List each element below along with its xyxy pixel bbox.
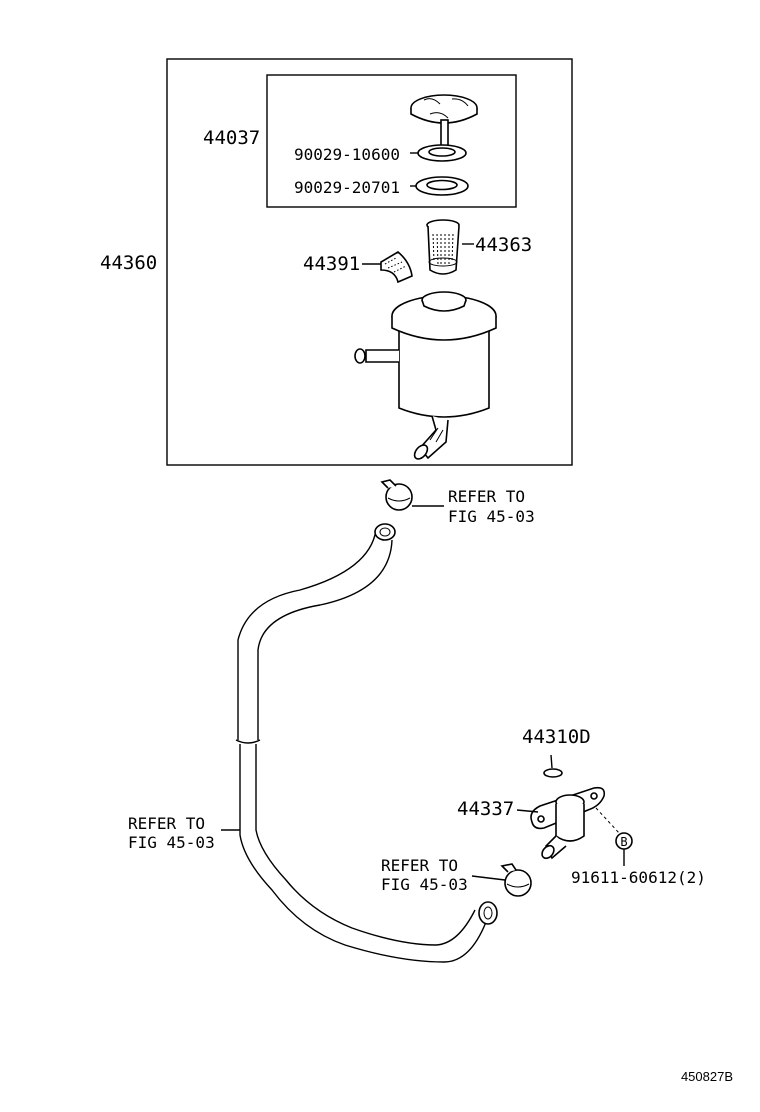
- label-refer-top-line1: REFER TO: [448, 487, 525, 506]
- reservoir-cap: [410, 94, 478, 149]
- label-refer-right-line2: FIG 45-03: [381, 875, 468, 894]
- label-gasket-2: 90029-20701: [294, 178, 400, 197]
- label-band: 44391: [303, 253, 360, 275]
- label-refer-top-line2: FIG 45-03: [448, 507, 535, 526]
- return-hose: [235, 523, 498, 963]
- gasket-90029-10600: [417, 144, 467, 162]
- reservoir-tank: [354, 291, 497, 460]
- label-refer-left-line1: REFER TO: [128, 814, 205, 833]
- label-gasket-1: 90029-10600: [294, 145, 400, 164]
- hose-clamp-top: [380, 479, 413, 511]
- gasket-90029-20701: [415, 176, 469, 196]
- label-bolt-marker: B: [620, 835, 627, 849]
- bolt-dashed-leader: [595, 807, 621, 835]
- label-strainer: 44363: [475, 234, 532, 256]
- label-assembly: 44360: [100, 252, 157, 274]
- band: [380, 251, 413, 284]
- cap-subassembly-box: [266, 74, 517, 208]
- label-refer-right-line1: REFER TO: [381, 856, 458, 875]
- strainer: [426, 219, 460, 275]
- label-bolt: 91611-60612(2): [571, 868, 706, 887]
- leader-lines: [221, 152, 625, 881]
- label-o-ring: 44310D: [522, 726, 591, 748]
- o-ring: [543, 768, 563, 778]
- label-union: 44337: [457, 798, 514, 820]
- union: [530, 786, 606, 860]
- label-cap: 44037: [203, 127, 260, 149]
- figure-id: 450827B: [681, 1069, 733, 1084]
- hose-clamp-bottom: [500, 863, 532, 897]
- assembly-box: [166, 58, 573, 466]
- label-refer-left-line2: FIG 45-03: [128, 833, 215, 852]
